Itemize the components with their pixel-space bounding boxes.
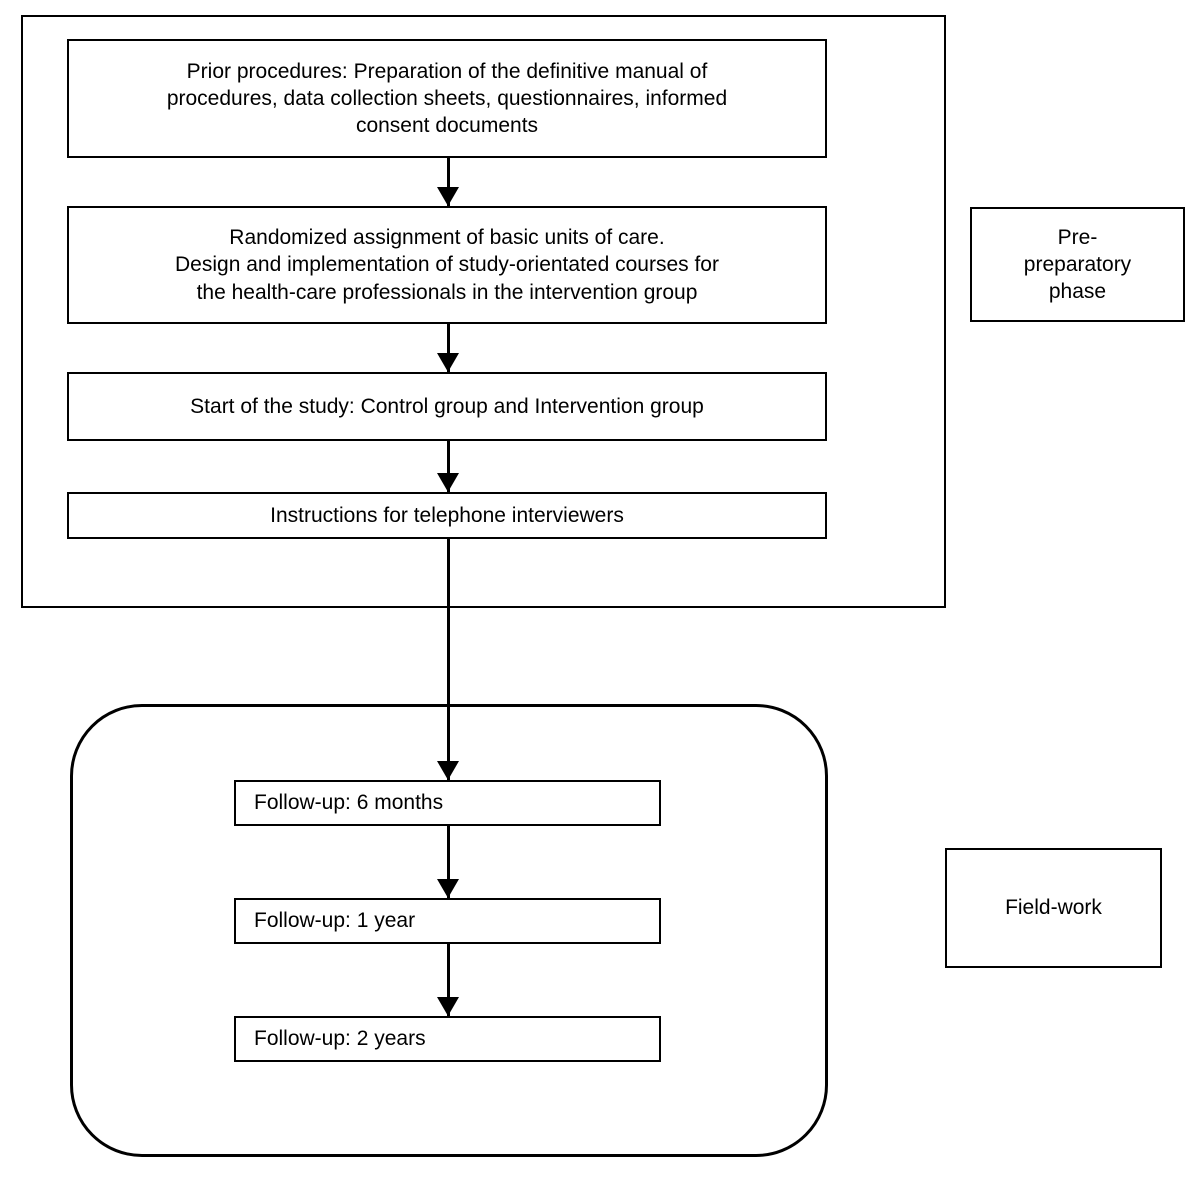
phase-label-field-work: Field-work [945, 848, 1162, 968]
node-followup-2-years[interactable]: Follow-up: 2 years [234, 1016, 661, 1062]
node-followup-6-months[interactable]: Follow-up: 6 months [234, 780, 661, 826]
node-start-of-study[interactable]: Start of the study: Control group and In… [67, 372, 827, 441]
phase-label-pre-preparatory: Pre- preparatory phase [970, 207, 1185, 322]
node-randomized-assignment[interactable]: Randomized assignment of basic units of … [67, 206, 827, 324]
pre-preparatory-phase-container [21, 15, 946, 608]
node-interviewer-instructions[interactable]: Instructions for telephone interviewers [67, 492, 827, 539]
node-prior-procedures[interactable]: Prior procedures: Preparation of the def… [67, 39, 827, 158]
field-work-phase-container [70, 704, 828, 1157]
node-followup-1-year[interactable]: Follow-up: 1 year [234, 898, 661, 944]
